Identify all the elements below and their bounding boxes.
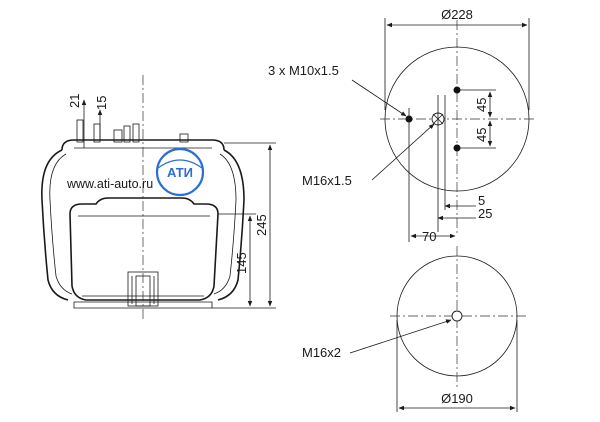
dim-offsets: 5 25 70 [408,95,492,244]
site-url: www.ati-auto.ru [66,177,153,191]
top-studs [76,119,189,143]
bottom-view: M16x2 Ø190 [302,246,527,412]
dim-190-label: Ø190 [441,391,473,406]
piston [69,197,219,301]
svg-text:70: 70 [422,229,436,244]
dim-145-label: 145 [234,252,249,274]
svg-text:45: 45 [474,98,489,112]
center-bushing [127,271,159,307]
label-center-thread: M16x1.5 [302,123,435,188]
svg-text:5: 5 [478,193,485,208]
dim-21: 21 [67,94,87,148]
label-bottom-thread: M16x2 [302,319,452,360]
dim-245: 245 [212,142,276,309]
svg-text:45: 45 [474,128,489,142]
ati-logo-text: АТИ [167,165,193,180]
side-view: 21 15 245 145 www.ati-auto.ru АТИ [41,75,276,320]
top-view: Ø228 3 x M10x1.5 M16x1.5 [268,7,536,244]
thread-holes [405,86,461,152]
ati-logo: АТИ [155,147,205,197]
dim-15: 15 [94,96,109,140]
dim-15-label: 15 [94,96,109,110]
dim-145: 145 [218,213,256,307]
label-thread-holes: 3 x M10x1.5 [268,63,407,117]
svg-text:3 x M10x1.5: 3 x M10x1.5 [268,63,339,78]
svg-text:M16x1.5: M16x1.5 [302,173,352,188]
bellow [41,149,245,301]
top-plate [61,139,225,151]
bottom-center-hole [451,310,463,322]
dim-45: 45 45 [460,89,496,149]
dim-21-label: 21 [67,94,82,108]
dim-228-label: Ø228 [441,7,473,22]
svg-text:25: 25 [478,206,492,221]
dim-245-label: 245 [254,214,269,236]
dim-190: Ø190 [396,320,518,412]
svg-text:M16x2: M16x2 [302,345,341,360]
dim-228: Ø228 [384,7,530,110]
